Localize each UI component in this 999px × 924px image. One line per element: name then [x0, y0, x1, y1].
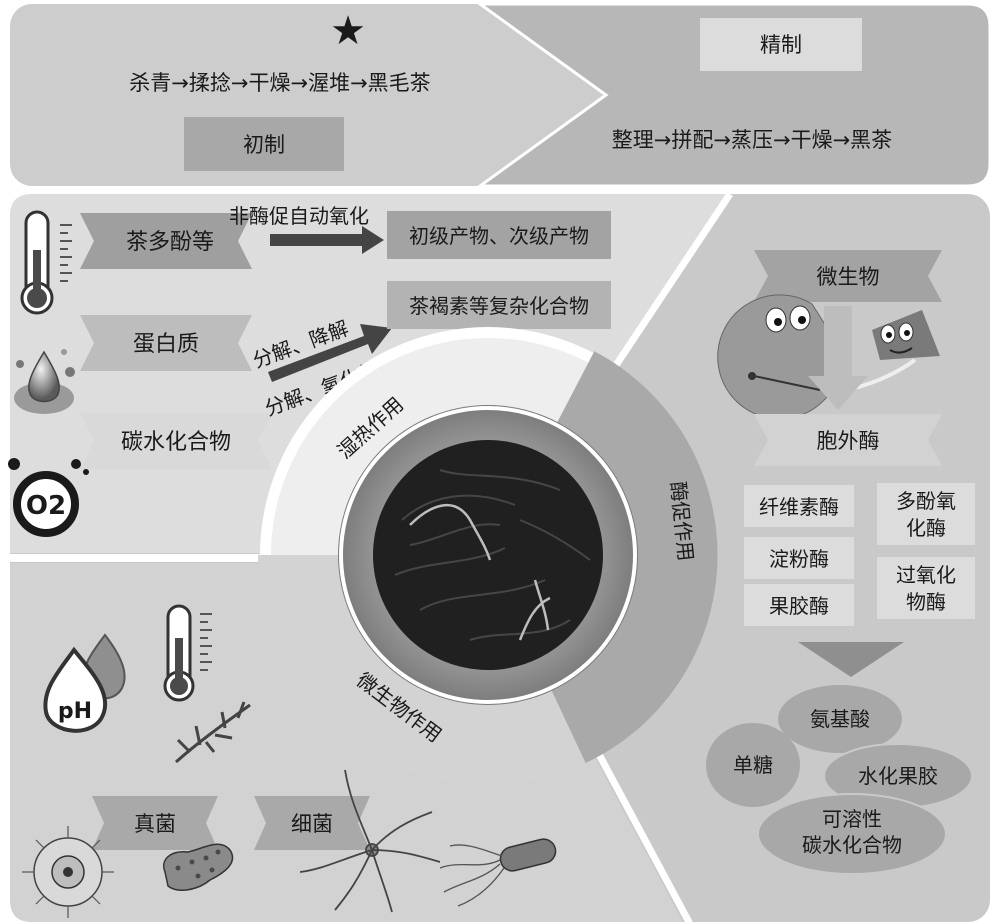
product-amino-acids: 氨基酸 [810, 707, 870, 731]
fungus-spore-icon [22, 826, 114, 918]
enzyme-polyphenol-oxidase-line1: 多酚氧 [896, 489, 956, 513]
enzyme-products: 氨基酸 单糖 水化果胶 可溶性 碳水化合物 [706, 685, 973, 875]
ribbon-bacteria-label: 细菌 [291, 812, 333, 836]
oxygen-label: O2 [26, 491, 66, 521]
enzyme-cellulase: 纤维素酶 [759, 495, 839, 519]
ribbon-exoenzyme: 胞外酶 [754, 414, 942, 466]
ribbon-fungi: 真菌 [92, 796, 218, 850]
ribbon-exoenzyme-label: 胞外酶 [817, 429, 880, 453]
enzyme-products-arrow [798, 642, 904, 677]
ribbon-protein-label: 蛋白质 [133, 332, 199, 357]
enzyme-box-peroxidase [877, 557, 975, 619]
product-soluble-carbs-line1: 可溶性 [822, 807, 882, 831]
refining-label: 精制 [760, 33, 802, 57]
flagellated-bacterium-icon [439, 838, 557, 907]
ribbon-fungi-label: 真菌 [134, 812, 176, 836]
ribbon-microbe: 微生物 [754, 250, 942, 302]
enzyme-peroxidase-line1: 过氧化 [896, 563, 956, 587]
mold-branch-icon [174, 701, 251, 764]
product-blob-monosaccharide [706, 723, 800, 807]
neuron-like-bacterium-icon [299, 769, 441, 913]
thermometer-icon-microbe [163, 604, 212, 702]
enzyme-box-cellulase [744, 485, 854, 527]
microbe-down-arrow [808, 306, 868, 410]
oxidation-arrow-label: 非酶促自动氧化 [229, 204, 369, 228]
ph-label: pH [58, 699, 92, 724]
enzyme-pectinase: 果胶酶 [769, 594, 829, 618]
primary-label-box [184, 117, 344, 171]
water-drop-icon [14, 349, 75, 414]
ribbon-protein: 蛋白质 [80, 315, 252, 371]
enzyme-peroxidase-line2: 物酶 [906, 590, 946, 614]
central-ring: 湿热作用 酶促作用 微生物作用 [258, 327, 718, 785]
ribbon-bacteria: 细菌 [254, 796, 370, 850]
enzyme-box-pectinase [744, 584, 854, 626]
product-box-primary [387, 211, 611, 259]
star-icon: ★ [330, 8, 366, 54]
top-process-banner: ★ 杀青→揉捻→干燥→渥堆→黑毛茶 初制 精制 整理→拼配→蒸压→干燥→黑茶 [10, 2, 992, 188]
microbe-cartoon-icon [717, 294, 940, 420]
product-primary-secondary: 初级产物、次级产物 [409, 224, 589, 248]
oxygen-icon: O2 [8, 458, 89, 537]
product-blob-amino-acids [778, 685, 902, 753]
enzyme-amylase: 淀粉酶 [769, 547, 829, 571]
refining-label-box [700, 18, 862, 71]
product-pectin: 水化果胶 [858, 764, 938, 788]
enzyme-box-polyphenol-oxidase [877, 483, 975, 545]
thermometer-icon [20, 210, 72, 315]
product-complex-compounds: 茶褐素等复杂化合物 [409, 294, 589, 318]
ribbon-carbohydrates: 碳水化合物 [80, 413, 272, 469]
refining-chevron [475, 2, 992, 188]
enzyme-box-amylase [744, 537, 854, 579]
decomposition-arrow [268, 324, 392, 382]
primary-label: 初制 [243, 133, 285, 157]
refining-process-flow: 整理→拼配→蒸压→干燥→黑茶 [612, 128, 892, 152]
bacillus-cluster-icon [163, 843, 234, 892]
oxidation-arrow [270, 226, 384, 254]
product-soluble-carbs-line2: 碳水化合物 [802, 833, 902, 857]
enzyme-polyphenol-oxidase-line2: 化酶 [906, 516, 946, 540]
primary-process-flow: 杀青→揉捻→干燥→渥堆→黑毛茶 [129, 71, 430, 95]
product-box-complex [387, 281, 611, 329]
ribbon-carbohydrates-label: 碳水化合物 [121, 430, 231, 455]
ribbon-tea-polyphenols: 茶多酚等 [80, 213, 252, 269]
ph-drop-icon: pH [43, 633, 126, 733]
ribbon-tea-polyphenols-label: 茶多酚等 [126, 230, 214, 255]
ribbon-microbe-label: 微生物 [817, 265, 880, 289]
product-blob-soluble-carbs [757, 793, 947, 875]
product-monosaccharide: 单糖 [733, 753, 773, 777]
